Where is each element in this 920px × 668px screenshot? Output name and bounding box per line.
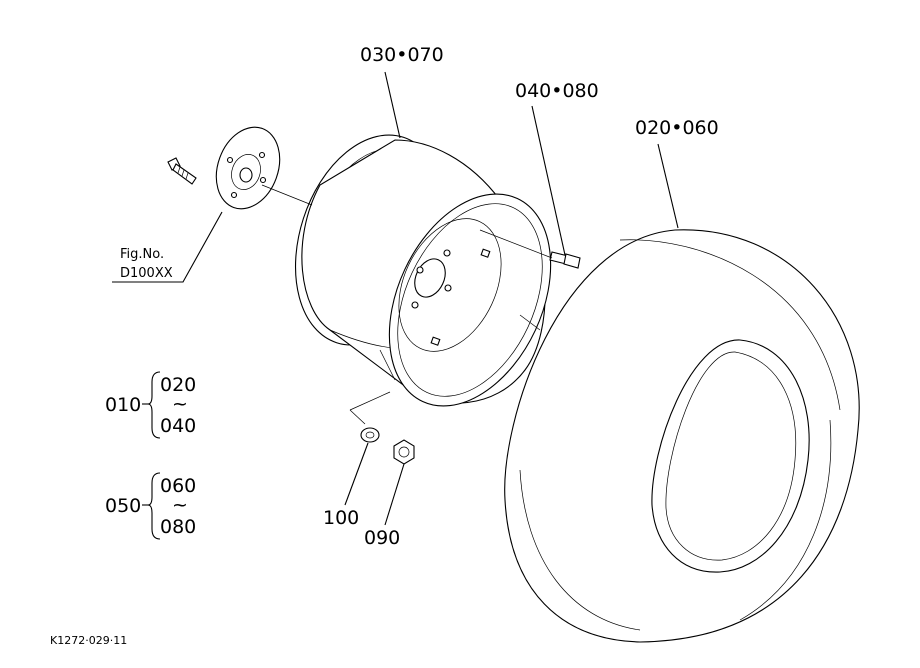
rim-part-label: 030•070 — [360, 44, 444, 66]
tire-part-label: 020•060 — [635, 117, 719, 139]
group1-main-label: 010 — [105, 394, 141, 416]
drawing-code-label: K1272·029·11 — [50, 634, 127, 647]
group1-tilde: ~ — [172, 393, 188, 415]
group2-main-label: 050 — [105, 495, 141, 517]
tire — [504, 229, 860, 643]
fig-no-label: Fig.No. — [120, 247, 164, 262]
group1-from-label: 020 — [160, 374, 196, 396]
hub-bolt — [167, 157, 197, 185]
washer-part-label: 100 — [323, 507, 359, 529]
wheel-nut — [393, 439, 415, 465]
fig-ref-label: D100XX — [120, 266, 173, 281]
lock-washer — [360, 427, 380, 443]
group1-to-label: 040 — [160, 415, 196, 437]
group2-tilde: ~ — [172, 494, 188, 516]
nut-part-label: 090 — [364, 527, 400, 549]
group2-to-label: 080 — [160, 516, 196, 538]
valve-stem — [549, 251, 581, 269]
hub-plate — [215, 126, 281, 210]
leader-lines — [112, 71, 679, 526]
valve-part-label: 040•080 — [515, 80, 599, 102]
group-bracket-1 — [142, 371, 161, 439]
wheel-rim — [294, 134, 552, 407]
group2-from-label: 060 — [160, 475, 196, 497]
group-bracket-2 — [142, 472, 161, 540]
